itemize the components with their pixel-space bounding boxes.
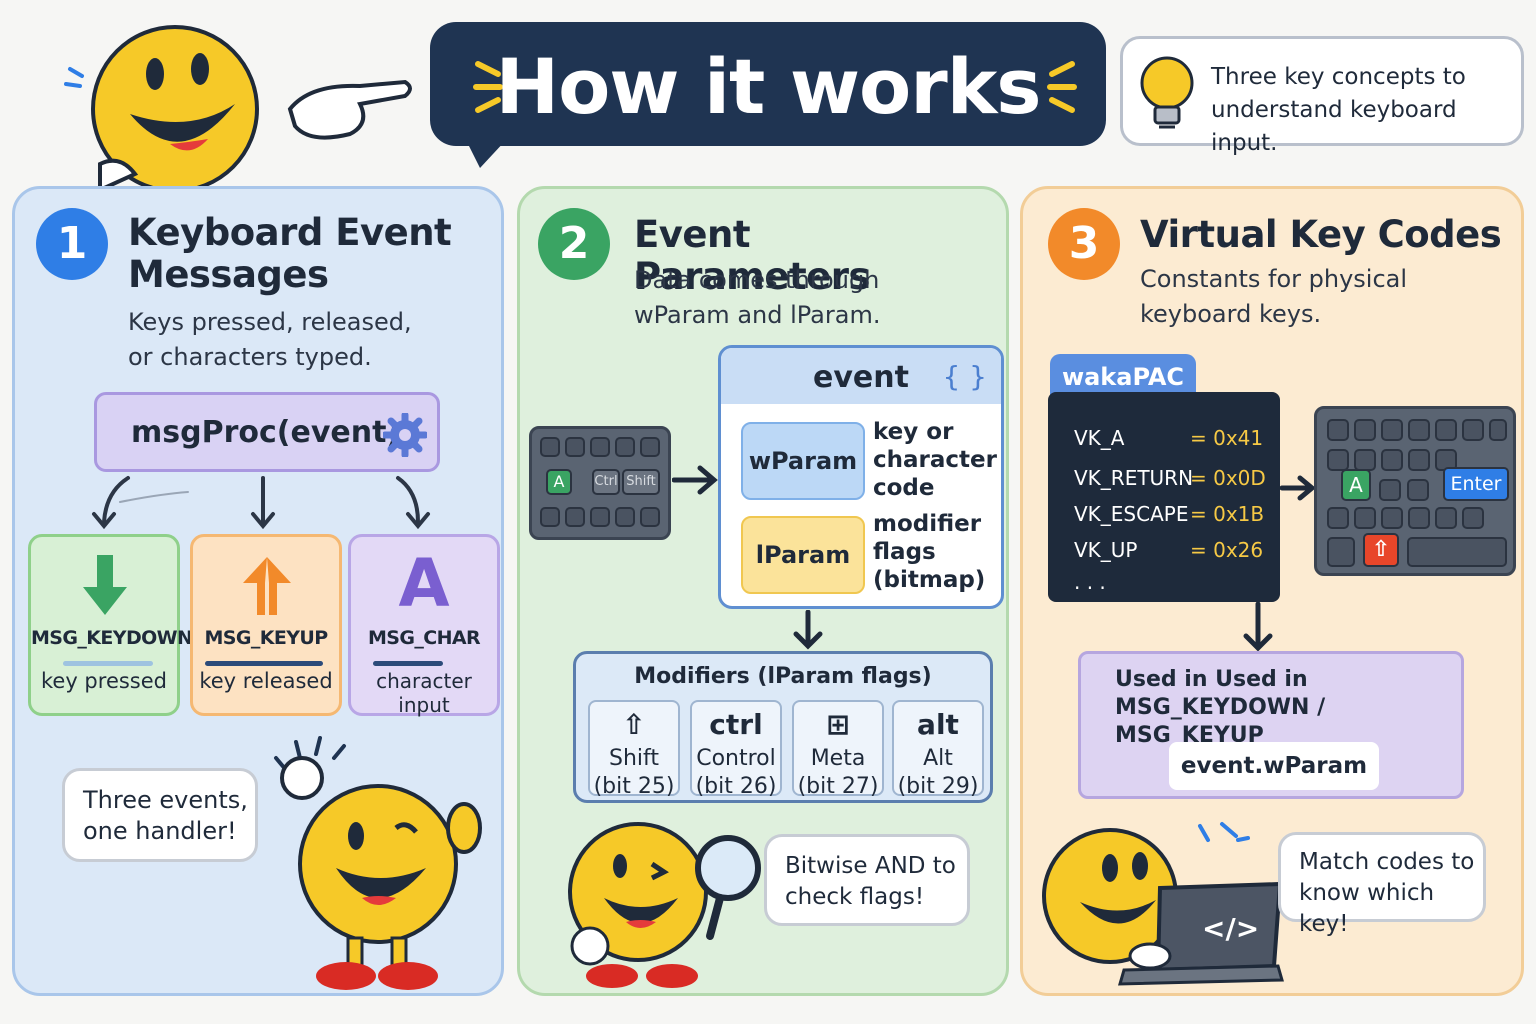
event-card-keyup: MSG_KEYUP key released: [190, 534, 342, 716]
code-value: = 0x41: [1190, 426, 1264, 450]
key-ctrl: Ctrl: [592, 469, 620, 495]
modifiers-box: Modifiers (lParam flags) ⇧ Shift (bit 25…: [573, 651, 993, 803]
modifier-alt: alt Alt (bit 29): [892, 700, 984, 799]
event-name: MSG_KEYUP: [204, 627, 328, 649]
speech-bubble: Match codes to know which key!: [1278, 832, 1486, 937]
section-title: Event Parameters: [634, 213, 871, 298]
mascot-cheering: [256, 728, 506, 992]
mascot-pointing: [60, 14, 420, 194]
event-name: MSG_CHAR: [367, 627, 481, 649]
modifier-name: Meta: [810, 746, 866, 771]
key-up: ⇧: [1363, 533, 1399, 567]
code-name: VK_UP: [1074, 538, 1138, 562]
modifier-control: ctrl Control (bit 26): [690, 700, 782, 799]
speech-bubble: Bitwise AND to check flags!: [764, 834, 970, 926]
msgproc-handler: msgProc(event): [94, 392, 440, 472]
code-name: VK_ESCAPE: [1074, 502, 1189, 526]
arrow-down-icon: [1243, 602, 1273, 652]
section-title: Keyboard Event Messages: [128, 211, 452, 296]
code-name: VK_A: [1074, 426, 1125, 450]
page-title: How it works: [495, 42, 1041, 131]
handler-label: msgProc(event): [131, 415, 401, 450]
mascot-magnifier: [560, 816, 766, 994]
code-block: VK_A = 0x41 VK_RETURN= 0x0D VK_ESCAPE= 0x…: [1048, 392, 1280, 602]
param-desc: modifier flags (bitmap): [873, 511, 986, 593]
section-subtitle: Constants for physical keyboard keys.: [1140, 265, 1408, 328]
param-lparam: lParam: [741, 516, 865, 594]
key-shift: Shift: [622, 469, 660, 495]
section-subtitle: Data comes through wParam and lParam.: [634, 266, 881, 329]
arrow-right-icon: [1280, 475, 1316, 501]
modifier-bit: (bit 27): [797, 774, 879, 799]
tip-text: Three key concepts to understand keyboar…: [1211, 64, 1466, 156]
lightbulb-icon: [1140, 56, 1194, 129]
section-title: Virtual Key Codes: [1140, 213, 1502, 256]
title-banner: How it works: [430, 22, 1106, 168]
underline: [373, 661, 443, 666]
keyboard-icon: A Enter ⇧: [1314, 406, 1516, 576]
key-a: A: [1341, 469, 1371, 501]
event-card-keydown: MSG_KEYDOWN key pressed: [28, 534, 193, 716]
modifier-bit: (bit 26): [695, 774, 777, 799]
svg-text:</>: </>: [1202, 912, 1259, 945]
gear-icon: [383, 413, 427, 457]
event-card-char: A MSG_CHAR character input: [348, 534, 500, 717]
underline: [63, 661, 153, 666]
code-row: VK_RETURN= 0x0D: [1074, 466, 1266, 490]
code-row: VK_A = 0x41: [1074, 426, 1263, 450]
code-value: = 0x0D: [1190, 466, 1266, 490]
event-name: MSG_KEYDOWN: [31, 627, 193, 649]
event-label: event: [813, 360, 909, 395]
key-a: A: [546, 469, 572, 495]
arrow-up-icon: [243, 557, 291, 615]
event-object: event { } wParam key or character code l…: [718, 345, 1004, 609]
code-value: = 0x26: [1190, 538, 1264, 562]
section-subtitle: Keys pressed, released, or characters ty…: [128, 308, 412, 371]
step-number: 2: [538, 208, 610, 280]
step-number: 1: [36, 208, 108, 280]
tip-box: Three key concepts to understand keyboar…: [1120, 36, 1524, 156]
braces-icon: { }: [942, 360, 987, 393]
code-name: VK_RETURN: [1074, 466, 1194, 490]
mascot-laptop: </>: [1040, 816, 1290, 988]
used-in-box: Used in Used in MSG_KEYDOWN / MSG_KEYUP …: [1078, 651, 1464, 799]
event-desc: key released: [199, 669, 333, 693]
event-desc: key pressed: [41, 669, 167, 693]
alt-icon: alt: [917, 708, 959, 741]
ctrl-icon: ctrl: [709, 708, 763, 741]
param-desc: key or character code: [873, 419, 997, 501]
code-tab: wakaPAC: [1050, 354, 1196, 398]
modifier-name: Shift: [608, 746, 659, 771]
arrow-down-icon: [793, 610, 823, 650]
modifier-name: Alt: [923, 746, 953, 771]
param-wparam: wParam: [741, 422, 865, 500]
modifiers-title: Modifiers (lParam flags): [634, 664, 932, 689]
underline: [205, 661, 323, 666]
shift-icon: ⇧: [622, 708, 646, 741]
arrow-down-icon: [83, 555, 127, 615]
letter-a-icon: A: [398, 545, 450, 622]
modifier-name: Control: [696, 746, 776, 771]
step-number: 3: [1048, 208, 1120, 280]
code-ellipsis: . . .: [1074, 570, 1106, 594]
spark-icon: [1047, 61, 1077, 113]
code-row: VK_ESCAPE= 0x1B: [1074, 502, 1264, 526]
modifier-bit: (bit 25): [593, 774, 675, 799]
code-value: = 0x1B: [1190, 502, 1265, 526]
modifier-shift: ⇧ Shift (bit 25): [588, 700, 680, 799]
used-in-text: Used in Used in MSG_KEYDOWN / MSG_KEYUP: [1115, 667, 1326, 748]
arrow-right-icon: [672, 465, 718, 495]
used-value: event.wParam: [1169, 742, 1379, 790]
windows-icon: ⊞: [826, 708, 850, 741]
modifier-meta: ⊞ Meta (bit 27): [792, 700, 884, 799]
speech-bubble: Three events, one handler!: [62, 768, 258, 862]
code-row: VK_UP = 0x26: [1074, 538, 1263, 562]
modifier-bit: (bit 29): [897, 774, 979, 799]
flow-arrows: [92, 476, 430, 530]
event-desc: character input: [376, 669, 472, 717]
keyboard-icon: A Ctrl Shift: [529, 426, 671, 540]
spark-icon: [473, 61, 503, 113]
key-enter: Enter: [1443, 467, 1509, 501]
